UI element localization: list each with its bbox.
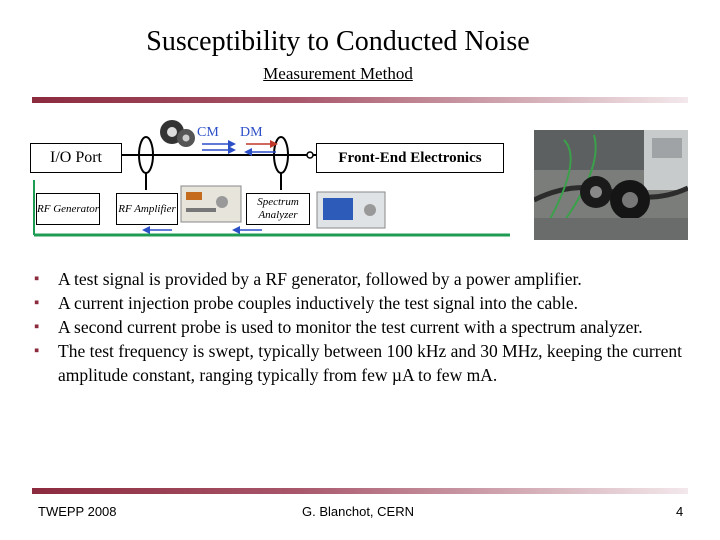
dm-label: DM [240,125,263,140]
bottom-divider [32,488,688,494]
spectrum-analyzer-device-icon [316,191,386,229]
cm-label: CM [197,125,219,140]
rf-amplifier-device-icon [180,185,242,223]
rf-generator-box: RF Generator [36,193,100,225]
setup-photo [534,130,688,240]
io-port-box: I/O Port [30,143,122,173]
measurement-diagram [33,120,510,237]
top-divider [32,97,688,103]
bullet-item: The test frequency is swept, typically b… [34,339,686,387]
bullet-item: A current injection probe couples induct… [34,291,686,315]
slide-title: Susceptibility to Conducted Noise [146,26,530,57]
spectrum-analyzer-box: Spectrum Analyzer [246,193,310,225]
rf-amplifier-label: RF Amplifier [118,202,176,215]
slide-subtitle: Measurement Method [263,64,413,83]
bullet-item: A second current probe is used to monito… [34,315,686,339]
front-end-box: Front-End Electronics [316,143,504,173]
probe-photo-icon [160,120,195,147]
footer-author: G. Blanchot, CERN [302,504,414,519]
bullet-item: A test signal is provided by a RF genera… [34,267,686,291]
bullet-list: A test signal is provided by a RF genera… [34,267,686,387]
spectrum-analyzer-label: Spectrum Analyzer [257,196,299,221]
footer-event: TWEPP 2008 [38,504,117,519]
rf-amplifier-box: RF Amplifier [116,193,178,225]
page-number: 4 [676,504,684,519]
rf-generator-label: RF Generator [37,202,100,215]
